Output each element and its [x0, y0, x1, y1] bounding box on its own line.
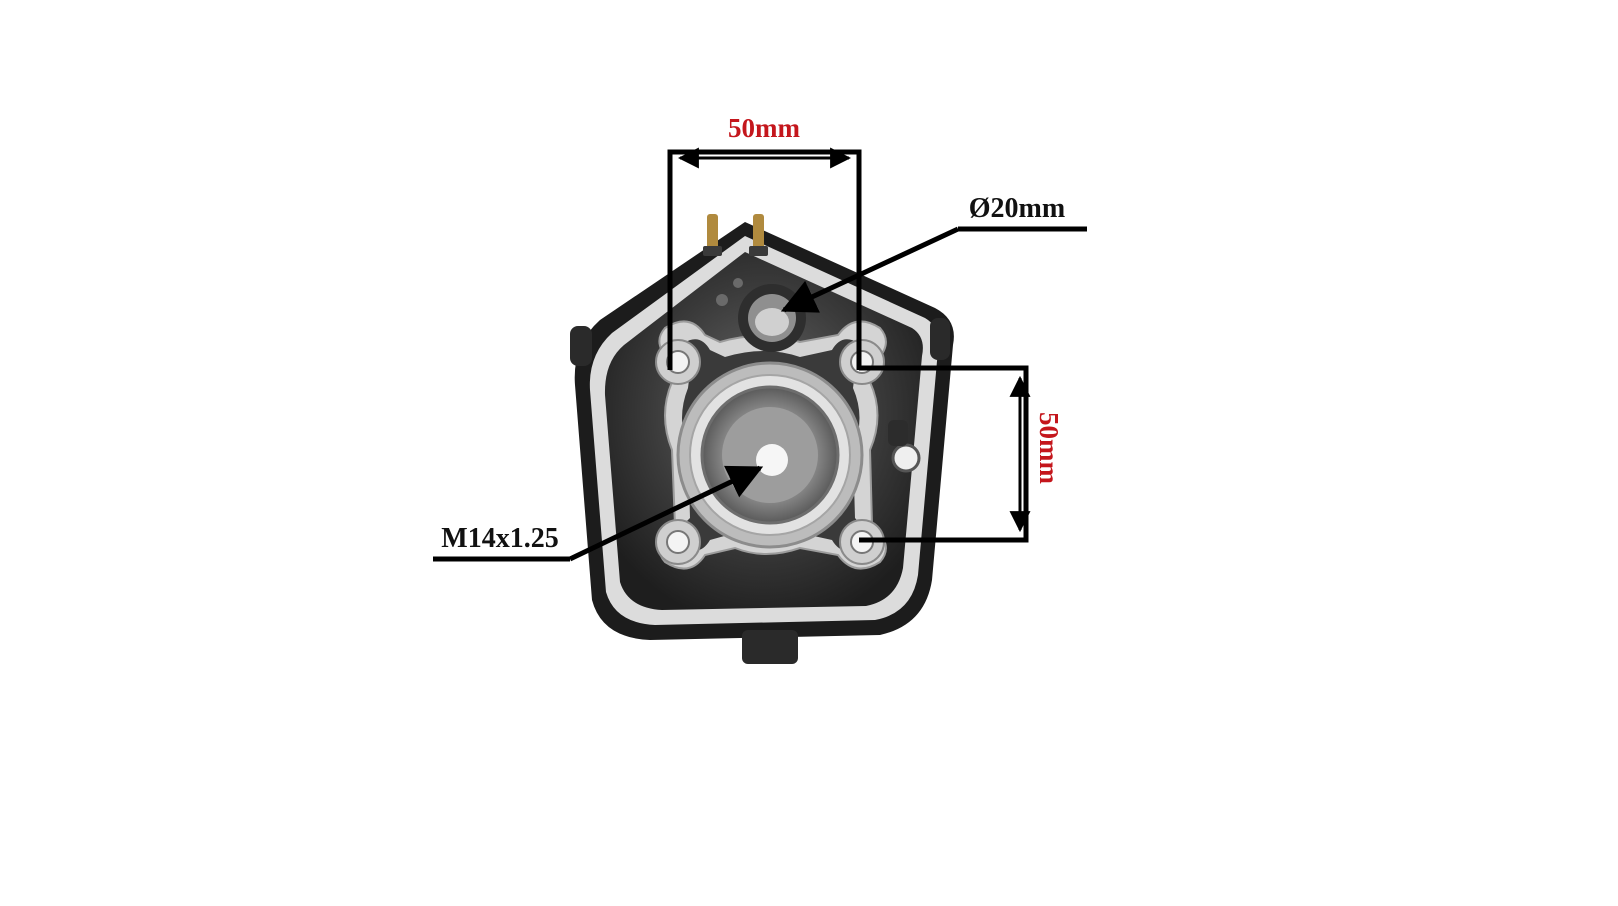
bolt-hole-bottom-left [655, 519, 701, 565]
water-nipple-right [753, 214, 764, 254]
bottom-lug [742, 630, 798, 664]
water-nipple-left [707, 214, 718, 254]
right-lug [930, 318, 950, 360]
callout-spark-thread [433, 465, 764, 562]
top-width-label: 50mm [728, 113, 800, 143]
valve-diameter-label: Ø20mm [969, 193, 1065, 224]
side-height-label: 50mm [1034, 412, 1064, 484]
combustion-chamber [676, 361, 864, 549]
left-lug [570, 326, 592, 366]
side-hole [891, 443, 921, 473]
cylinder-head-part [570, 214, 954, 664]
bolt-hole-top-right [839, 339, 885, 385]
spark-thread-label: M14x1.25 [441, 523, 558, 554]
callout-valve-diameter [780, 226, 1087, 313]
dimension-side-height [859, 365, 1031, 543]
bolt-hole-top-left [655, 339, 701, 385]
dimension-top-width [667, 147, 862, 370]
